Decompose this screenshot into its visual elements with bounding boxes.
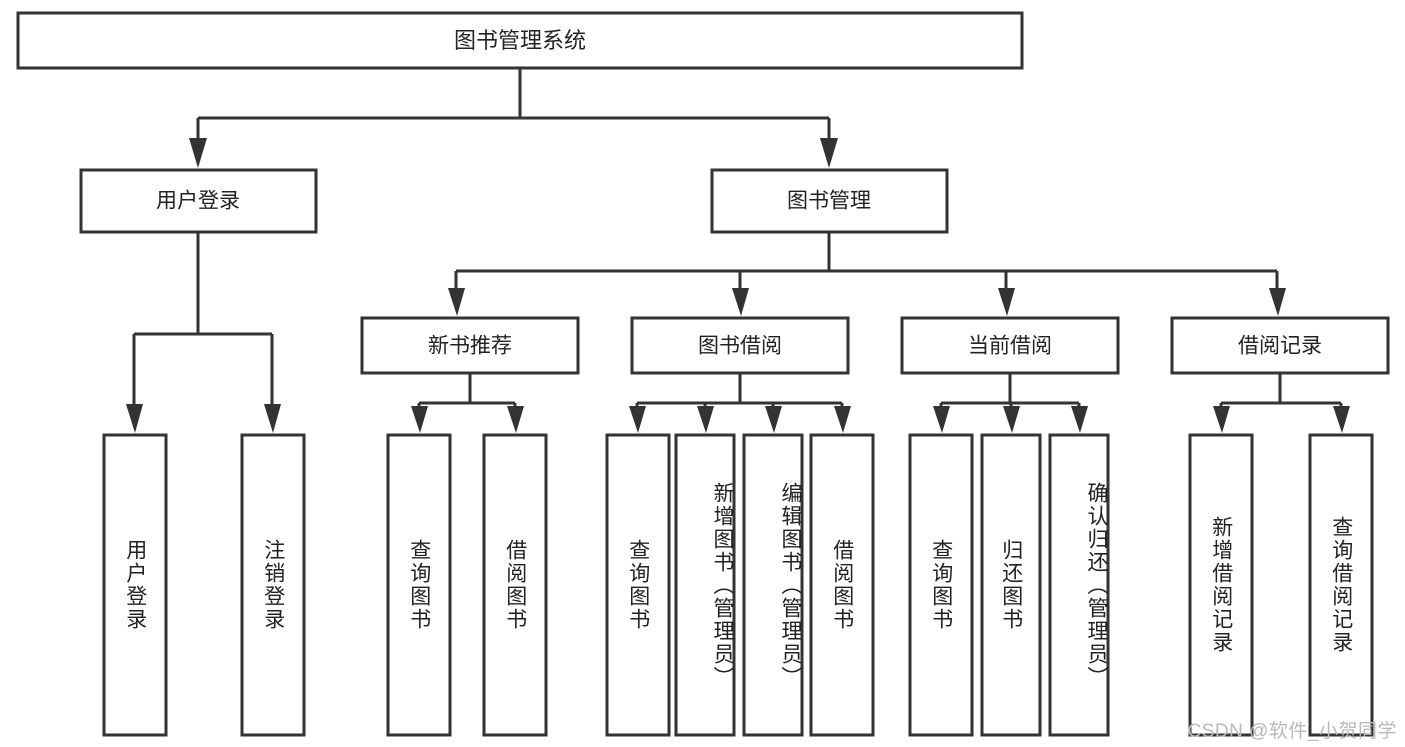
- connector-group-new-book-recommend: [411, 373, 524, 433]
- node-user-login[interactable]: 用户登录: [79, 168, 318, 234]
- book-borrow-box[interactable]: [630, 316, 850, 375]
- arrow-head-book-borrow: [732, 288, 749, 316]
- arrow-head-leaf-query-book-1: [411, 406, 428, 433]
- arrow-head-leaf-borrow-book-2: [834, 406, 851, 433]
- arrow-head-user-login: [189, 138, 207, 168]
- node-current-borrow[interactable]: 当前借阅: [900, 316, 1120, 375]
- arrow-head-leaf-add-book: [697, 406, 714, 433]
- borrow-record-label: 借阅记录: [1238, 335, 1322, 358]
- book-manage-label: 图书管理: [787, 190, 871, 213]
- leaf-add-record-box[interactable]: [1188, 433, 1254, 737]
- node-new-book-recommend[interactable]: 新书推荐: [360, 316, 580, 375]
- connector-group-current-borrow: [933, 373, 1088, 433]
- leaf-return-book-box[interactable]: [980, 433, 1042, 737]
- leaf-query-book-1-box[interactable]: [386, 433, 452, 737]
- arrow-head-leaf-borrow-book-1: [507, 406, 524, 433]
- new-book-recommend-box[interactable]: [360, 316, 580, 375]
- leaf-query-book-3-box[interactable]: [908, 433, 974, 737]
- arrow-head-new-book-recommend: [448, 288, 465, 316]
- arrow-head-leaf-user-login: [126, 404, 143, 433]
- book-manage-box[interactable]: [710, 168, 949, 234]
- arrow-head-leaf-query-record: [1333, 406, 1350, 433]
- user-login-box[interactable]: [79, 168, 318, 234]
- arrow-head-leaf-confirm-return: [1071, 406, 1088, 433]
- borrow-record-box[interactable]: [1170, 316, 1390, 375]
- leaf-confirm-return-box[interactable]: [1048, 433, 1110, 737]
- connector-group-book-borrow: [629, 373, 851, 433]
- node-book-manage[interactable]: 图书管理: [710, 168, 949, 234]
- root-box[interactable]: [16, 11, 1024, 70]
- leaf-edit-book-box[interactable]: [742, 433, 804, 737]
- leaf-borrow-book-2-box[interactable]: [809, 433, 875, 737]
- connector-group-user-login: [126, 232, 281, 433]
- node-root[interactable]: 图书管理系统: [16, 11, 1024, 70]
- arrow-head-borrow-record: [1269, 288, 1286, 316]
- connector-group-root: [189, 68, 838, 168]
- connector-group-borrow-record: [1213, 373, 1350, 433]
- arrow-head-book-manage: [820, 138, 838, 168]
- leaf-query-book-2-box[interactable]: [605, 433, 671, 737]
- arrow-head-leaf-query-book-2: [629, 406, 646, 433]
- arrow-head-leaf-logout: [264, 404, 281, 433]
- leaf-user-login-box[interactable]: [102, 433, 168, 737]
- node-book-borrow[interactable]: 图书借阅: [630, 316, 850, 375]
- arrow-head-current-borrow: [998, 288, 1015, 316]
- node-borrow-record[interactable]: 借阅记录: [1170, 316, 1390, 375]
- arrow-head-leaf-add-record: [1213, 406, 1230, 433]
- leaf-boxes: [102, 433, 1374, 737]
- book-borrow-label: 图书借阅: [698, 335, 782, 358]
- leaf-logout-box[interactable]: [240, 433, 306, 737]
- watermark-text: CSDN @软件_小贺同学: [1187, 721, 1397, 742]
- arrow-head-leaf-query-book-3: [933, 406, 950, 433]
- connector-group-book-manage: [448, 232, 1286, 316]
- arrow-head-leaf-return-book: [1003, 406, 1020, 433]
- arrow-head-leaf-edit-book: [765, 406, 782, 433]
- user-login-label: 用户登录: [156, 190, 240, 213]
- leaf-add-book-box[interactable]: [674, 433, 736, 737]
- new-book-recommend-label: 新书推荐: [428, 335, 512, 358]
- leaf-query-record-box[interactable]: [1308, 433, 1374, 737]
- current-borrow-label: 当前借阅: [968, 335, 1052, 358]
- root-label: 图书管理系统: [454, 28, 586, 53]
- current-borrow-box[interactable]: [900, 316, 1120, 375]
- leaf-borrow-book-1-box[interactable]: [482, 433, 548, 737]
